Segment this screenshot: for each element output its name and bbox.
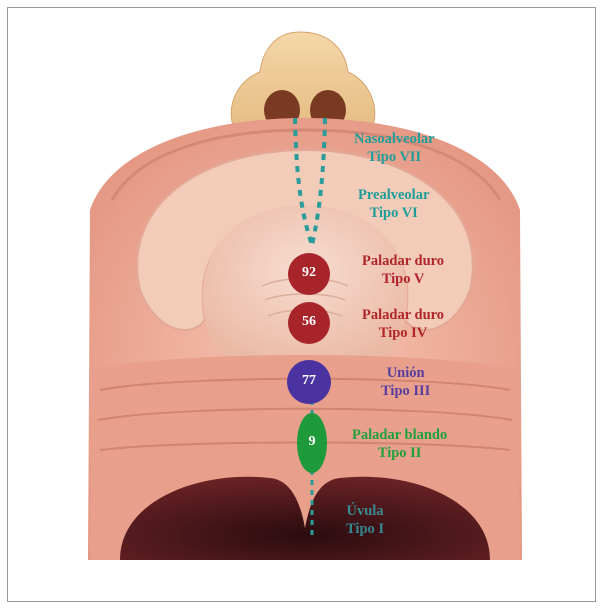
marker-tipo-v-value: 92 <box>289 265 329 281</box>
marker-tipo-iii-value: 77 <box>289 373 329 389</box>
marker-tipo-iv-value: 56 <box>289 314 329 330</box>
marker-tipo-ii-value: 9 <box>292 434 332 450</box>
